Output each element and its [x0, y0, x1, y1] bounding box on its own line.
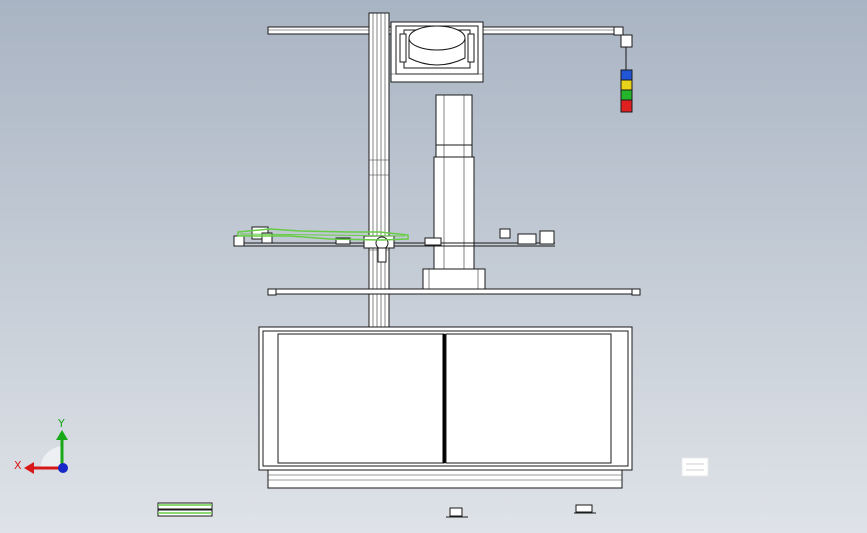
- lower-rail[interactable]: [267, 288, 641, 296]
- selected-part-highlight[interactable]: [237, 228, 409, 241]
- y-axis-label: Y: [57, 417, 65, 430]
- central-tower[interactable]: [422, 94, 486, 290]
- rotary-arm-platform[interactable]: [233, 226, 555, 263]
- vertical-column[interactable]: [368, 12, 390, 328]
- loose-part-left[interactable]: [157, 502, 213, 517]
- base-cabinet[interactable]: [258, 326, 633, 489]
- loose-part-right[interactable]: [574, 504, 596, 514]
- camera-lens-housing[interactable]: [390, 21, 484, 83]
- stack-light-tower[interactable]: [620, 34, 633, 113]
- coordinate-triad: X Y: [14, 417, 68, 474]
- loose-part-far-right[interactable]: [681, 457, 709, 477]
- x-axis-label: X: [14, 459, 22, 472]
- loose-part-middle[interactable]: [446, 507, 468, 518]
